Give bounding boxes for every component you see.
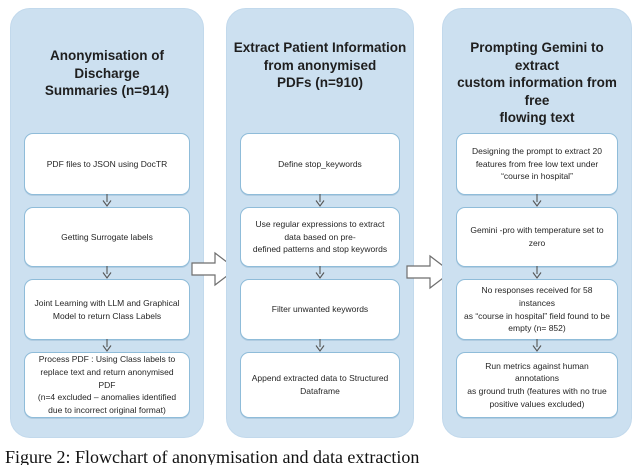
panel-prompting-gemini: Prompting Gemini to extract custom infor… bbox=[442, 8, 632, 438]
down-arrow-icon bbox=[102, 266, 112, 279]
flow-step-regular-expressions: Use regular expressions to extract data … bbox=[240, 207, 400, 267]
down-arrow-icon bbox=[315, 194, 325, 207]
down-arrow-icon bbox=[532, 339, 542, 352]
figure-caption: Figure 2: Flowchart of anonymisation and… bbox=[5, 447, 420, 465]
flow-step-prompt-design: Designing the prompt to extract 20 featu… bbox=[456, 133, 618, 195]
flow-step-gemini-temperature: Gemini -pro with temperature set to zero bbox=[456, 207, 618, 267]
flow-arrow-icon bbox=[406, 254, 452, 290]
panel-title-extract-information: Extract Patient Information from anonymi… bbox=[233, 40, 407, 91]
flow-step-pdf-to-json: PDF files to JSON using DocTR bbox=[24, 133, 190, 195]
down-arrow-icon bbox=[315, 266, 325, 279]
panel-extract-information: Extract Patient Information from anonymi… bbox=[226, 8, 414, 438]
flow-step-process-pdf: Process PDF : Using Class labels to repl… bbox=[24, 352, 190, 418]
down-arrow-icon bbox=[102, 339, 112, 352]
down-arrow-icon bbox=[315, 339, 325, 352]
flow-arrow-icon bbox=[191, 251, 237, 287]
down-arrow-icon bbox=[532, 194, 542, 207]
flow-step-surrogate-labels: Getting Surrogate labels bbox=[24, 207, 190, 267]
flow-step-run-metrics: Run metrics against human annotations as… bbox=[456, 352, 618, 418]
panel-title-anonymisation: Anonymisation of Discharge Summaries (n=… bbox=[44, 48, 170, 99]
flow-step-no-responses: No responses received for 58 instances a… bbox=[456, 279, 618, 340]
flow-step-append-dataframe: Append extracted data to Structured Data… bbox=[240, 352, 400, 418]
panel-anonymisation: Anonymisation of Discharge Summaries (n=… bbox=[10, 8, 204, 438]
down-arrow-icon bbox=[102, 194, 112, 207]
flow-step-filter-keywords: Filter unwanted keywords bbox=[240, 279, 400, 340]
panel-title-prompting-gemini: Prompting Gemini to extract custom infor… bbox=[457, 40, 617, 126]
flow-step-define-stop-keywords: Define stop_keywords bbox=[240, 133, 400, 195]
down-arrow-icon bbox=[532, 266, 542, 279]
flow-step-joint-learning: Joint Learning with LLM and Graphical Mo… bbox=[24, 279, 190, 340]
